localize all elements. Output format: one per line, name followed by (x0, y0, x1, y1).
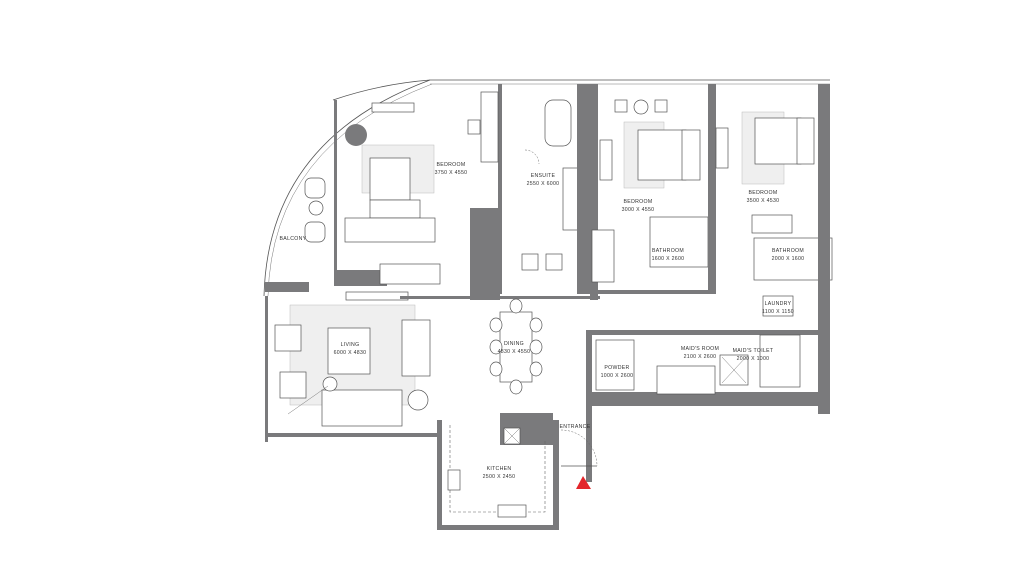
svg-text:2000 X 1000: 2000 X 1000 (737, 356, 770, 362)
svg-text:3750 X 4550: 3750 X 4550 (435, 170, 468, 176)
svg-text:BATHROOM: BATHROOM (652, 248, 684, 254)
svg-text:2550 X 6000: 2550 X 6000 (527, 181, 560, 187)
svg-text:BEDROOM: BEDROOM (749, 190, 778, 196)
room-label-bathroom-3: BATHROOM 2000 X 1600 (772, 248, 805, 262)
entrance-marker-icon (576, 476, 591, 489)
svg-text:BEDROOM: BEDROOM (624, 199, 653, 205)
svg-text:1600 X 2600: 1600 X 2600 (652, 256, 685, 262)
room-label-balcony: BALCONY (280, 236, 307, 242)
svg-text:BEDROOM: BEDROOM (437, 162, 466, 168)
room-label-ensuite: ENSUITE 2550 X 6000 (527, 173, 560, 187)
room-label-bathroom-2: BATHROOM 1600 X 2600 (652, 248, 685, 262)
svg-text:1100 X 1150: 1100 X 1150 (762, 309, 794, 315)
svg-text:3000 X 4550: 3000 X 4550 (622, 207, 655, 213)
svg-text:MAID'S TOILET: MAID'S TOILET (733, 348, 774, 354)
room-label-master-bedroom: BEDROOM 3750 X 4550 (435, 162, 468, 176)
svg-text:ENTRANCE: ENTRANCE (560, 424, 591, 430)
room-label-entrance: ENTRANCE (560, 424, 591, 430)
room-label-maids-toilet: MAID'S TOILET 2000 X 1000 (733, 348, 774, 362)
svg-text:MAID'S ROOM: MAID'S ROOM (681, 346, 719, 352)
svg-text:LIVING: LIVING (341, 342, 360, 348)
room-label-dining: DINING 4830 X 4550 (498, 341, 531, 355)
svg-text:1000 X 2600: 1000 X 2600 (601, 373, 634, 379)
svg-text:LAUNDRY: LAUNDRY (765, 301, 792, 307)
svg-text:DINING: DINING (504, 341, 524, 347)
svg-text:POWDER: POWDER (604, 365, 629, 371)
svg-text:KITCHEN: KITCHEN (487, 466, 512, 472)
room-label-bedroom-2: BEDROOM 3000 X 4550 (622, 199, 655, 213)
room-label-living: LIVING 6000 X 4830 (334, 342, 367, 356)
svg-text:2500 X 2450: 2500 X 2450 (483, 474, 516, 480)
room-label-powder: POWDER 1000 X 2600 (601, 365, 634, 379)
balcony-outline (263, 79, 431, 297)
room-label-maids-room: MAID'S ROOM 2100 X 2600 (681, 346, 719, 360)
svg-text:BALCONY: BALCONY (280, 236, 307, 242)
svg-text:2000 X 1600: 2000 X 1600 (772, 256, 805, 262)
svg-text:6000 X 4830: 6000 X 4830 (334, 350, 367, 356)
svg-text:2100 X 2600: 2100 X 2600 (684, 354, 717, 360)
svg-text:3500 X 4530: 3500 X 4530 (747, 198, 780, 204)
room-label-bedroom-3: BEDROOM 3500 X 4530 (747, 190, 780, 204)
svg-text:4830 X 4550: 4830 X 4550 (498, 349, 531, 355)
svg-text:ENSUITE: ENSUITE (531, 173, 556, 179)
svg-text:BATHROOM: BATHROOM (772, 248, 804, 254)
room-label-laundry: LAUNDRY 1100 X 1150 (762, 301, 794, 315)
room-label-kitchen: KITCHEN 2500 X 2450 (483, 466, 516, 480)
